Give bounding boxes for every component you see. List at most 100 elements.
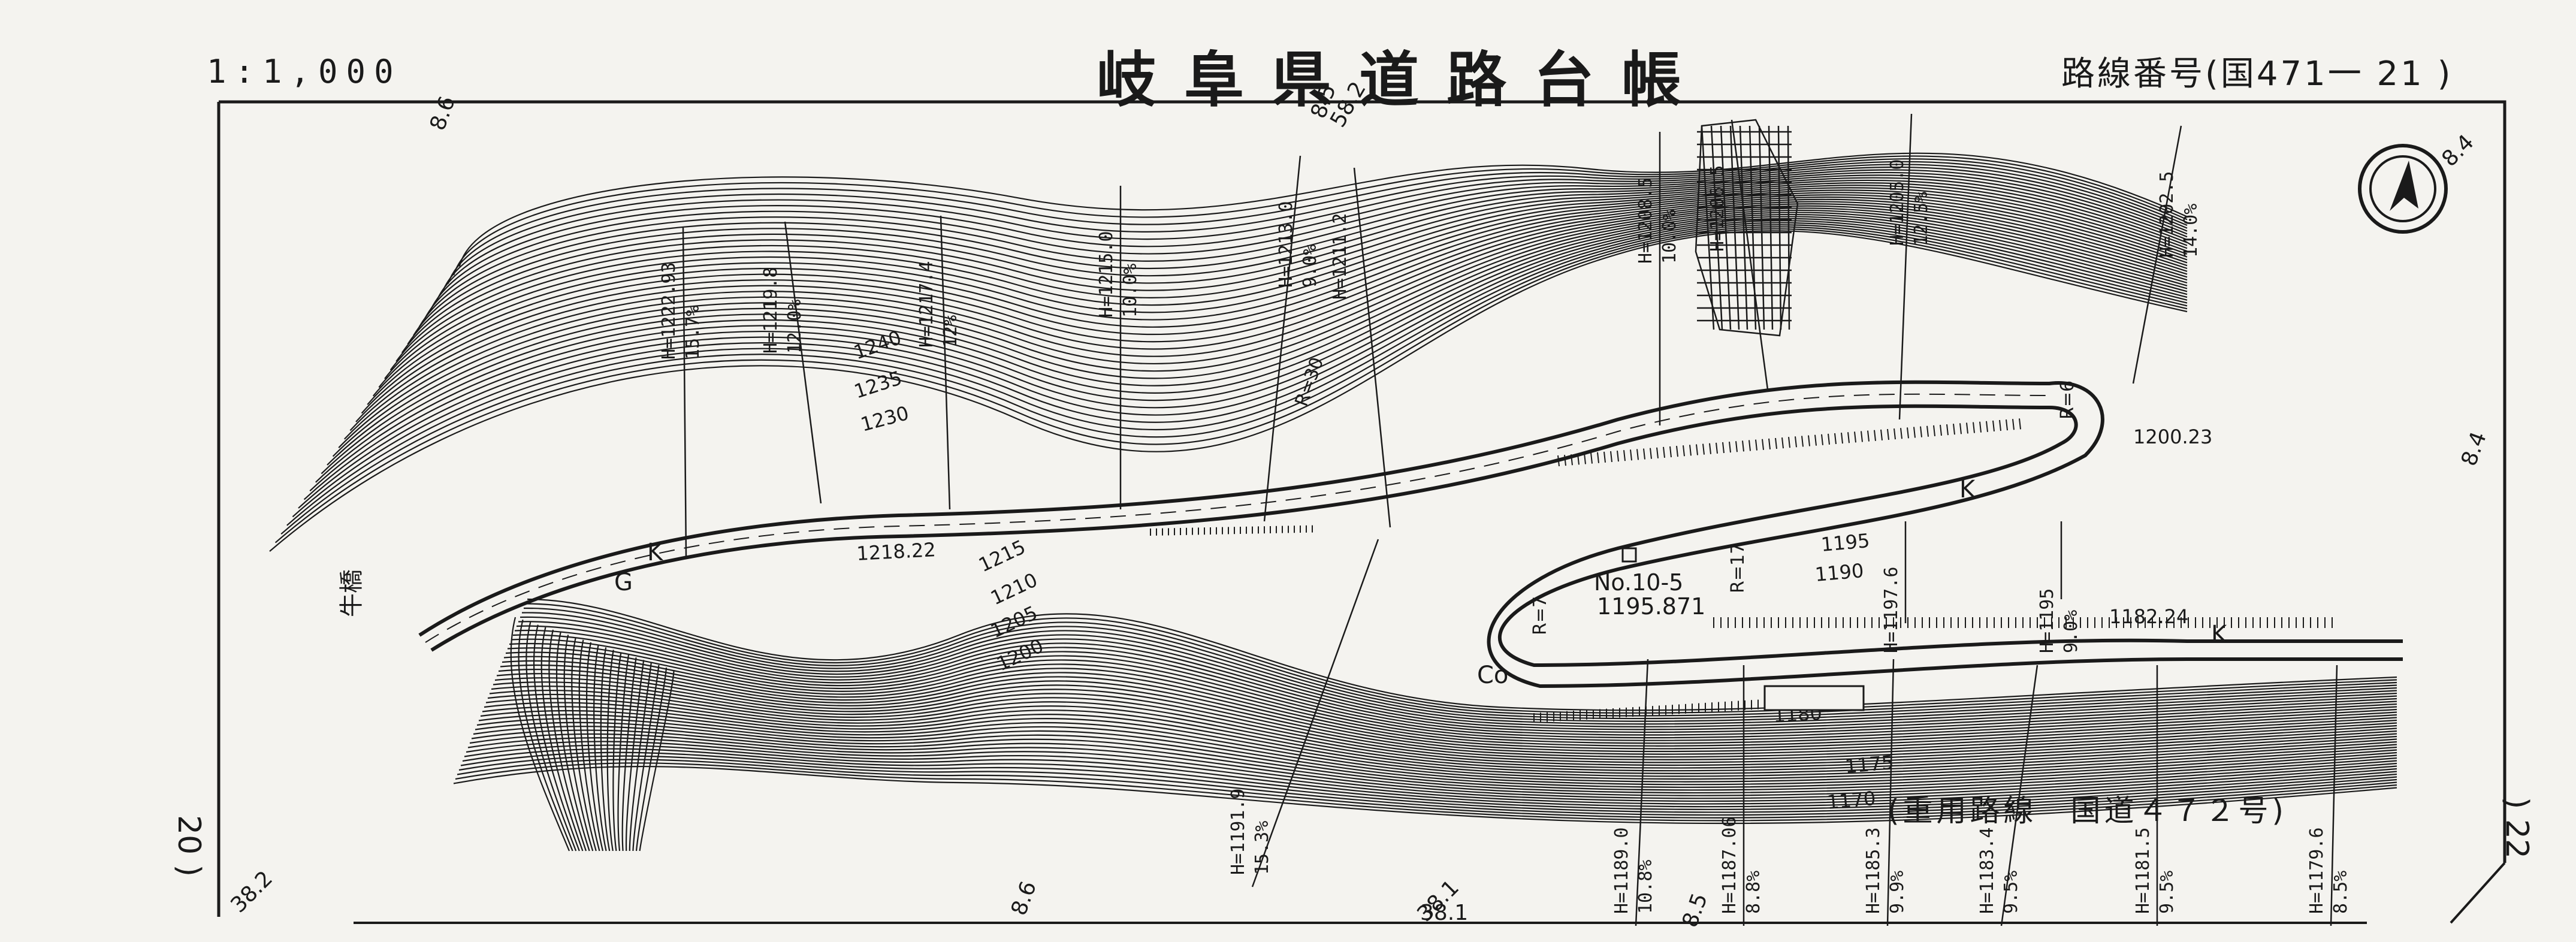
contour-line [286, 224, 2188, 526]
contour-line [527, 598, 2397, 711]
contour-line [556, 632, 590, 852]
radius-label: R=7 [1530, 596, 1551, 635]
contour-line [460, 751, 2397, 813]
contour-label: 1215 [975, 535, 1029, 576]
contour-line [518, 619, 573, 852]
marker-grade: 12% [940, 315, 961, 348]
sheet-ref: 8.6 [425, 93, 460, 134]
marker-leader [1886, 659, 1895, 926]
wall-hatch [1676, 446, 1678, 457]
contour-line [485, 698, 2397, 774]
wall-hatch [1801, 436, 1804, 447]
sheet-ref: 8.5 [1678, 890, 1713, 931]
contour-line [315, 213, 2188, 483]
contour-line [458, 755, 2397, 816]
marker-grade: 9.5% [2001, 871, 2022, 914]
marker-grade: 15.3% [1252, 821, 1273, 875]
contour-line [612, 652, 622, 852]
contour-label: 1230 [858, 401, 911, 436]
contour-line [269, 230, 2188, 552]
contour-line [482, 706, 2397, 780]
contour-line [361, 196, 2188, 414]
marker-leader [1898, 113, 1913, 420]
marker-elevation: H=1183.4 [1977, 828, 1998, 914]
marker-elevation: H=1213.0 [1276, 201, 1297, 288]
wall-hatch [1702, 443, 1705, 455]
elevation-marker: H=1211.2 [1330, 167, 1391, 528]
marker-grade: 9.5% [2157, 871, 2178, 914]
wall-hatch [1630, 449, 1632, 461]
wall-hatch [1590, 452, 1593, 464]
wall-hatch [1584, 453, 1586, 464]
scale-label: 1:1,000 [207, 53, 402, 90]
wall-hatch [1696, 444, 1698, 455]
contour-line [298, 220, 2188, 509]
feature-label: K [647, 539, 664, 566]
contour-line [447, 158, 2188, 284]
contour-line [462, 748, 2397, 810]
marker-grade: 10.0% [1120, 264, 1141, 318]
contour-line [548, 629, 587, 852]
radius-label: R=17 [1728, 543, 1748, 593]
contour-line [621, 657, 637, 852]
contour-line [639, 670, 675, 852]
wall-hatch [1907, 427, 1909, 439]
contour-line [606, 650, 614, 852]
contour-line [533, 624, 580, 852]
contour-label: 1170 [1826, 787, 1876, 814]
wall-hatch [1861, 431, 1863, 442]
contour-line [629, 662, 652, 852]
marker-grade: 9.9% [1887, 871, 1908, 914]
contour-label: 1210 [987, 568, 1041, 609]
contour-lines-upper [269, 152, 2188, 552]
road-alignment [418, 380, 2403, 689]
station-name: No.10-5 [1594, 569, 1683, 596]
wall-hatch [1656, 447, 1659, 458]
marker-elevation: H=1185.3 [1863, 828, 1884, 914]
contour-line [303, 218, 2188, 500]
wall-hatch [1874, 430, 1876, 441]
wall-hatch [1775, 437, 1777, 449]
contour-line [395, 182, 2188, 362]
wall-hatch [1617, 450, 1619, 462]
wall-hatch [1571, 454, 1573, 466]
point-elevation: 1200.23 [2133, 425, 2212, 448]
wall-hatch [1973, 422, 1975, 433]
marker-elevation: H=1179.6 [2306, 828, 2327, 914]
contour-line [494, 677, 2397, 760]
contour-line [525, 603, 2397, 714]
contour-line [480, 709, 2397, 783]
feature-label: G [614, 569, 633, 596]
marker-grade: 10.8% [1635, 860, 1656, 914]
contour-line [453, 155, 2188, 276]
contour-line [516, 625, 2397, 727]
marker-elevation: H=1195 [2037, 588, 2058, 653]
contour-label: 1175 [1844, 751, 1894, 778]
marker-grade: 10.0% [1659, 210, 1680, 264]
marker-elevation: H=1206.5 [1707, 165, 1728, 252]
wall-hatch [1597, 452, 1599, 463]
contour-line [384, 187, 2188, 379]
wall-hatch [1795, 436, 1797, 448]
route-number: 路線番号(国471一 21 ) [2061, 55, 2453, 93]
contour-line [496, 673, 2397, 758]
sheet-border-corner [2450, 862, 2506, 924]
wall-hatch [1577, 454, 1580, 465]
contour-line [338, 205, 2188, 448]
contour-line [453, 766, 2397, 825]
contour-line [389, 185, 2188, 371]
contour-line [466, 741, 2397, 805]
contour-line [413, 174, 2188, 336]
contour-line [280, 226, 2188, 535]
wall-hatch [1709, 443, 1711, 454]
contour-line [484, 702, 2397, 777]
marker-leader [1635, 659, 1649, 926]
wall-hatch [1742, 440, 1744, 452]
